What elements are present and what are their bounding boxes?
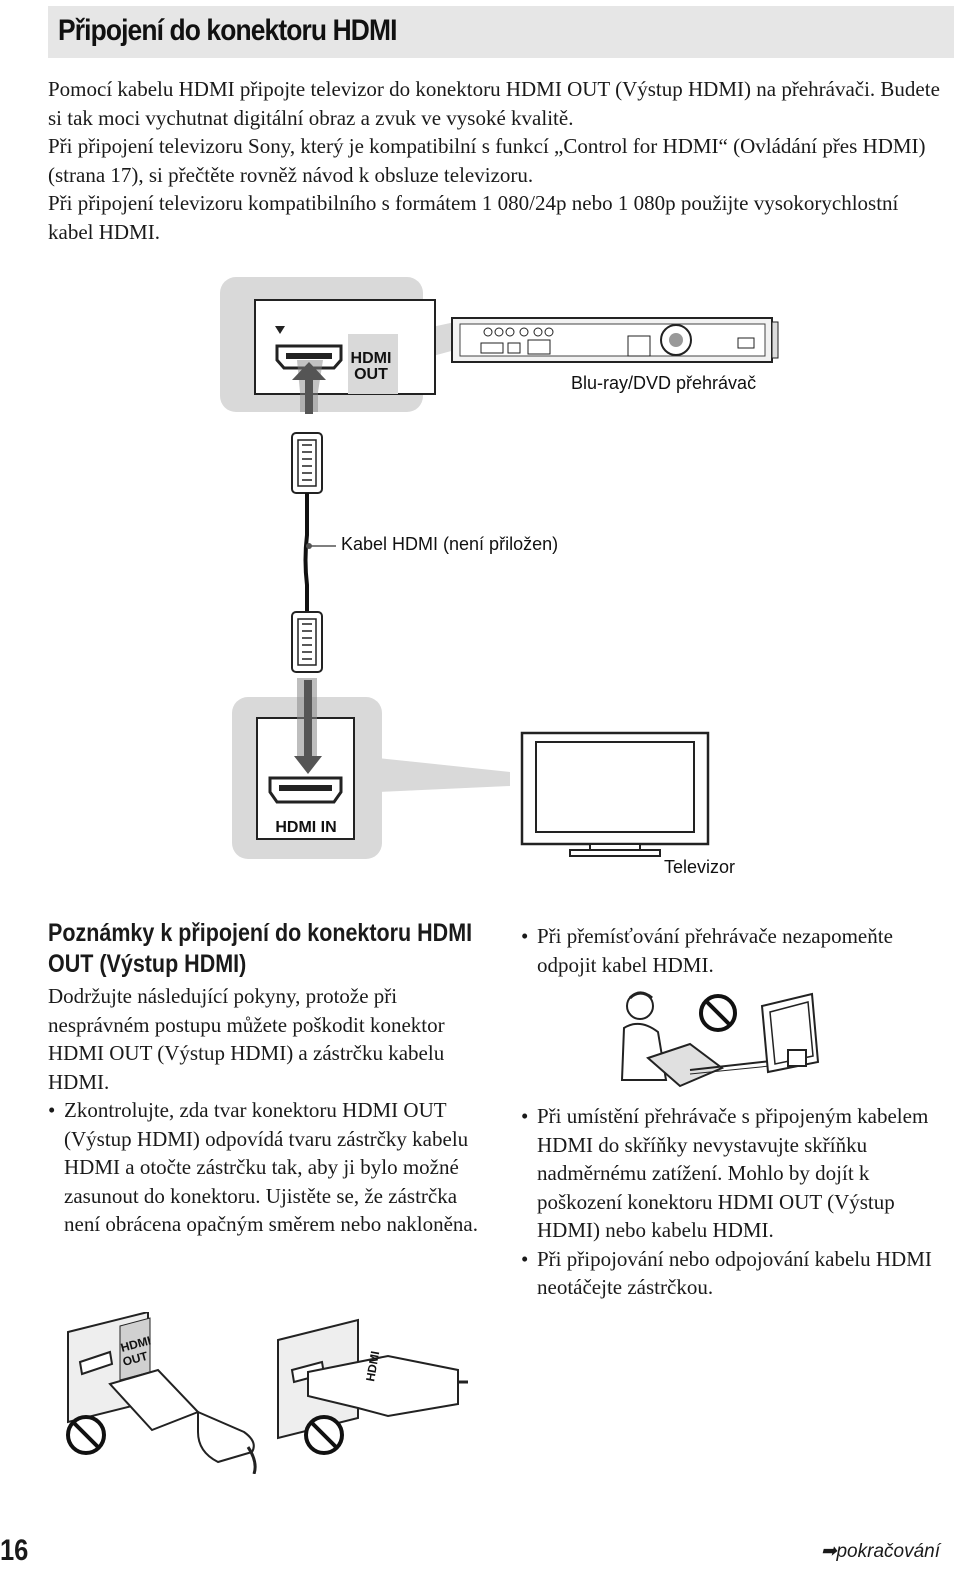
note-item: •Při připojování nebo odpojování kabelu … — [521, 1246, 932, 1300]
tv-label: Televizor — [664, 857, 735, 877]
notes-right-column: •Při umístění přehrávače s připojeným ka… — [521, 1102, 946, 1302]
note-text: Při umístění přehrávače s připojeným kab… — [537, 1104, 929, 1242]
hdmi-cable — [303, 493, 336, 612]
hdmi-out-callout: HDMI OUT — [220, 277, 455, 414]
page-number: 16 — [0, 1534, 29, 1567]
cable-label: Kabel HDMI (není přiložen) — [341, 534, 558, 554]
note-text: Zkontrolujte, zda tvar konektoru HDMI OU… — [64, 1098, 479, 1236]
title-bar: Připojení do konektoru HDMI — [48, 6, 954, 58]
arrow-right-icon: ➡ — [820, 1541, 837, 1562]
page-title: Připojení do konektoru HDMI — [58, 14, 397, 47]
note-item: •Zkontrolujte, zda tvar konektoru HDMI O… — [48, 1098, 479, 1236]
notes-left-column: Poznámky k připojení do konektoru HDMI O… — [48, 918, 478, 1239]
note-text: Při připojování nebo odpojování kabelu H… — [537, 1246, 932, 1300]
hdmi-plug-bottom — [291, 611, 323, 673]
intro-text: Pomocí kabelu HDMI připojte televizor do… — [48, 75, 948, 246]
intro-paragraph: Při připojení televizoru Sony, který je … — [48, 134, 926, 187]
plug-orientation-illustration: HDMI OUT HDMI — [66, 1312, 468, 1474]
intro-paragraph: Při připojení televizoru kompatibilního … — [48, 191, 899, 244]
port-label: HDMI — [351, 350, 392, 367]
plug-label: HDMI — [363, 1350, 382, 1383]
intro-paragraph: Pomocí kabelu HDMI připojte televizor do… — [48, 77, 940, 130]
notes-heading: Poznámky k připojení do konektoru HDMI O… — [48, 919, 473, 978]
connection-diagram: HDMI OUT Blu-ray/DVD přehrávač Kabe — [220, 277, 779, 877]
note-item: •Při umístění přehrávače s připojeným ka… — [521, 1104, 929, 1242]
player-rear-panel — [451, 317, 779, 363]
player-label: Blu-ray/DVD přehrávač — [571, 373, 756, 393]
port-label: OUT — [354, 366, 388, 383]
notes-intro: Dodržujte následující pokyny, protože př… — [48, 984, 445, 1094]
note-item: •Při přemísťování přehrávače nezapomeňte… — [521, 924, 893, 977]
tv-illustration — [520, 731, 710, 857]
hdmi-in-callout: HDMI IN — [232, 678, 510, 859]
hdmi-plug-top — [291, 432, 323, 494]
note-text: Při přemísťování přehrávače nezapomeňte … — [537, 924, 893, 977]
moving-player-illustration — [620, 991, 820, 1088]
continued-label: pokračování — [836, 1541, 940, 1562]
continued-link[interactable]: ➡pokračování — [821, 1540, 940, 1563]
port-label: OUT — [121, 1349, 150, 1369]
port-label: HDMI IN — [275, 819, 336, 836]
